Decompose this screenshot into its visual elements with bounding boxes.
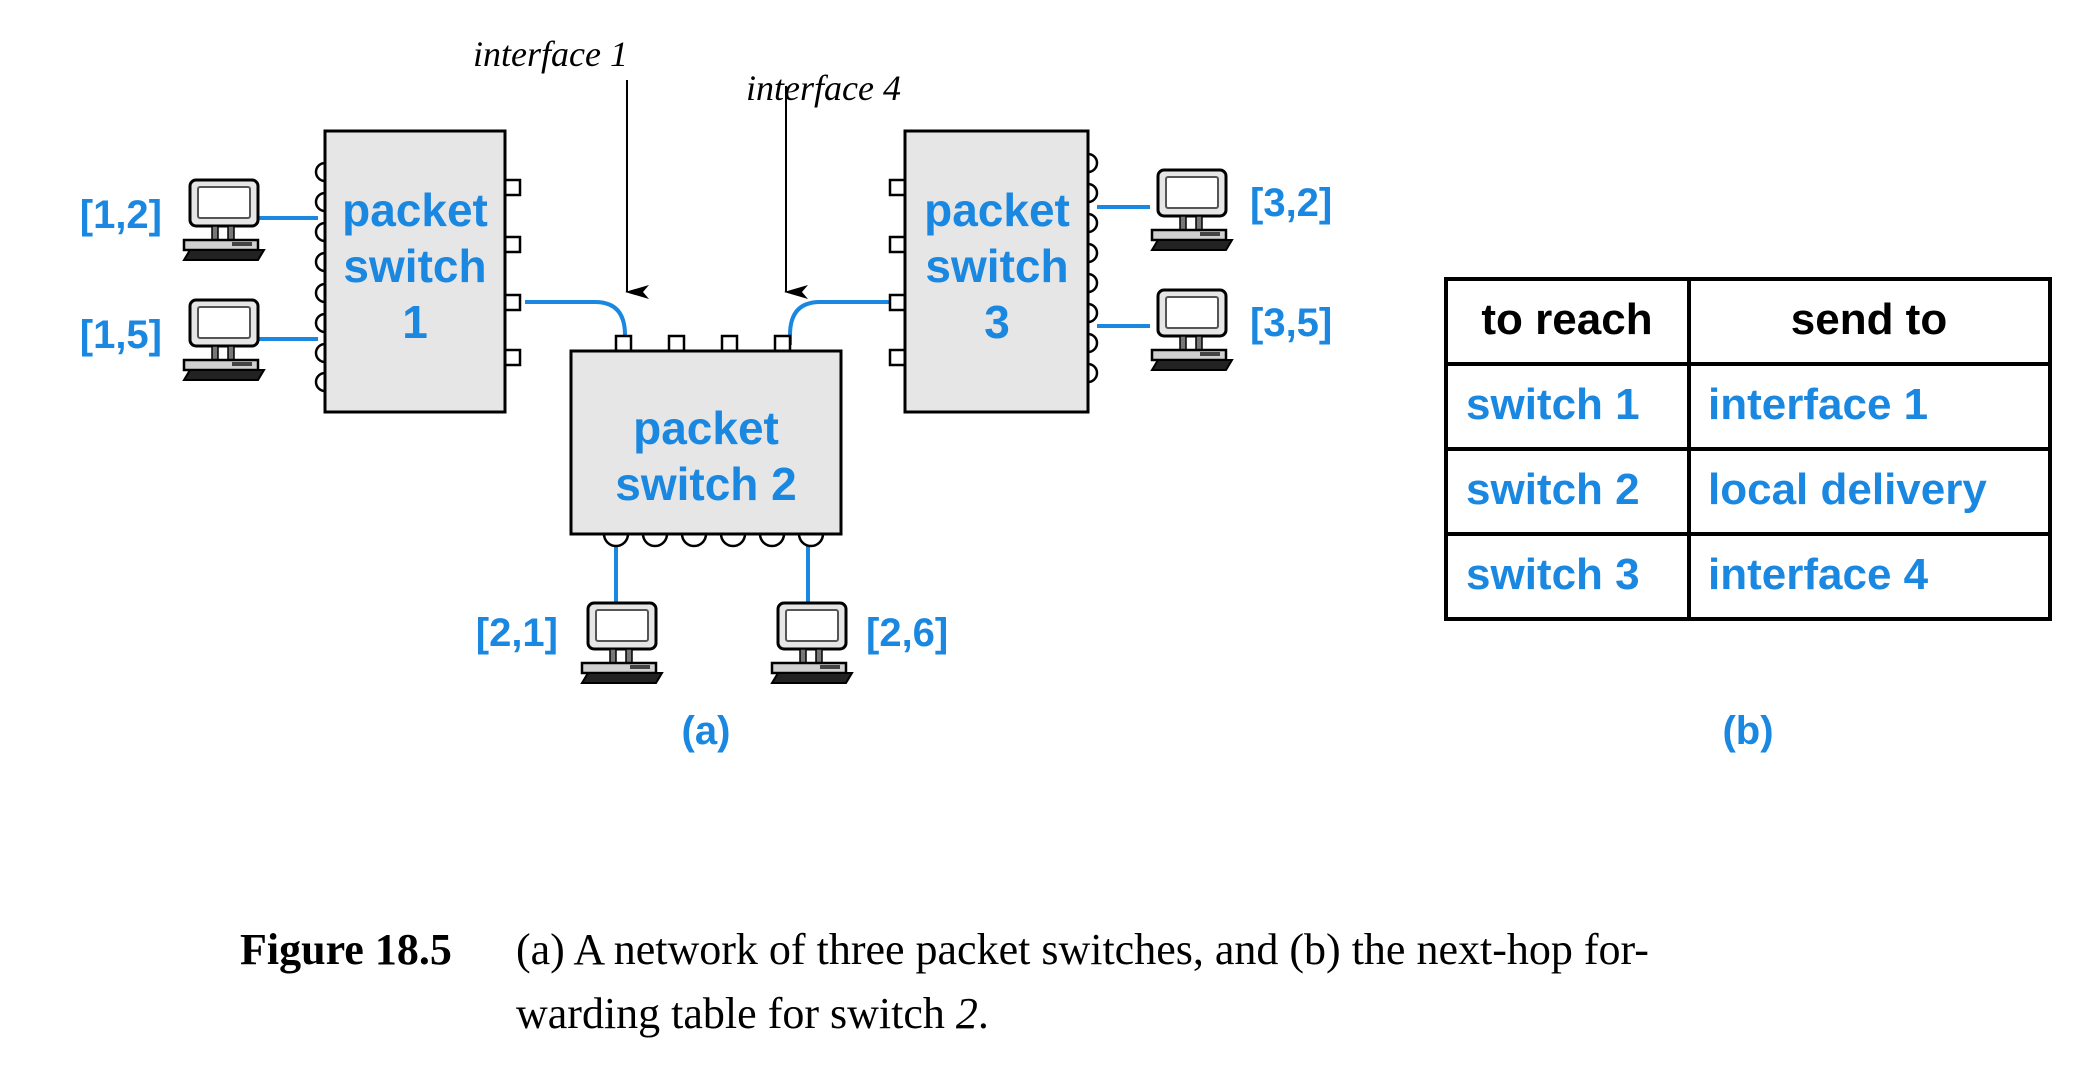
link-s1-s2 xyxy=(525,300,627,345)
packet-switch-1: packet switch 1 xyxy=(314,129,522,414)
caption-line-2: warding table for switch 2. xyxy=(516,989,989,1038)
switch-1-label-line3: 1 xyxy=(402,296,428,348)
switch-2-label-line1: packet xyxy=(633,402,779,454)
computer-icon xyxy=(182,298,266,382)
switch-2-box xyxy=(569,349,843,536)
switch-3-label-line1: packet xyxy=(924,184,1070,236)
table-cell: interface 4 xyxy=(1708,550,1929,599)
caption-line-2-italic: 2 xyxy=(956,989,978,1038)
computer-icon xyxy=(770,601,854,685)
caption-line-2-prefix: warding table for switch xyxy=(516,989,956,1038)
table-cell: interface 1 xyxy=(1708,380,1928,429)
host-1-5: [1,5] xyxy=(80,298,266,382)
switch-1-label-line2: switch xyxy=(343,240,486,292)
switch-2-label-line2: switch 2 xyxy=(615,458,797,510)
computer-icon xyxy=(1150,168,1234,252)
host-1-5-label: [1,5] xyxy=(80,313,162,357)
interface-1-label: interface 1 xyxy=(473,34,628,74)
table-cell: local delivery xyxy=(1708,465,1987,514)
host-2-6-label: [2,6] xyxy=(866,611,948,655)
sublabel-a: (a) xyxy=(682,709,731,753)
link-s3-s2 xyxy=(788,300,905,345)
table-header-send-to: send to xyxy=(1791,295,1947,344)
forwarding-table: to reach send to switch 1 interface 1 sw… xyxy=(1444,277,2052,621)
switch-3-box xyxy=(903,129,1090,414)
packet-switch-2: packet switch 2 xyxy=(569,334,843,548)
host-1-2: [1,2] xyxy=(80,178,266,262)
table-cell: switch 1 xyxy=(1466,380,1640,429)
host-3-2: [3,2] xyxy=(1150,168,1332,252)
computer-icon xyxy=(1150,288,1234,372)
figure-caption: Figure 18.5 (a) A network of three packe… xyxy=(240,925,1649,1038)
host-2-1: [2,1] xyxy=(476,601,664,685)
switch-3-label-line3: 3 xyxy=(984,296,1010,348)
computer-icon xyxy=(182,178,266,262)
switch-1-ports xyxy=(314,161,522,393)
host-1-2-label: [1,2] xyxy=(80,193,162,237)
caption-line-2-suffix: . xyxy=(978,989,989,1038)
interface-4-label: interface 4 xyxy=(746,68,901,108)
switch-3-label-line2: switch xyxy=(925,240,1068,292)
caption-figure-label: Figure 18.5 xyxy=(240,925,452,974)
switch-1-label-line1: packet xyxy=(342,184,488,236)
host-3-5-label: [3,5] xyxy=(1250,301,1332,345)
caption-line-1: (a) A network of three packet switches, … xyxy=(516,925,1649,974)
packet-switch-3: packet switch 3 xyxy=(888,129,1099,414)
switch-1-box xyxy=(323,129,507,414)
host-3-5: [3,5] xyxy=(1150,288,1332,372)
host-2-1-label: [2,1] xyxy=(476,611,558,655)
computer-icon xyxy=(580,601,664,685)
table-header-to-reach: to reach xyxy=(1481,295,1652,344)
table-cell: switch 2 xyxy=(1466,465,1640,514)
switch-3-ports xyxy=(888,152,1099,384)
host-3-2-label: [3,2] xyxy=(1250,181,1332,225)
table-cell: switch 3 xyxy=(1466,550,1640,599)
host-2-6: [2,6] xyxy=(770,601,948,685)
sublabel-b: (b) xyxy=(1722,709,1773,753)
